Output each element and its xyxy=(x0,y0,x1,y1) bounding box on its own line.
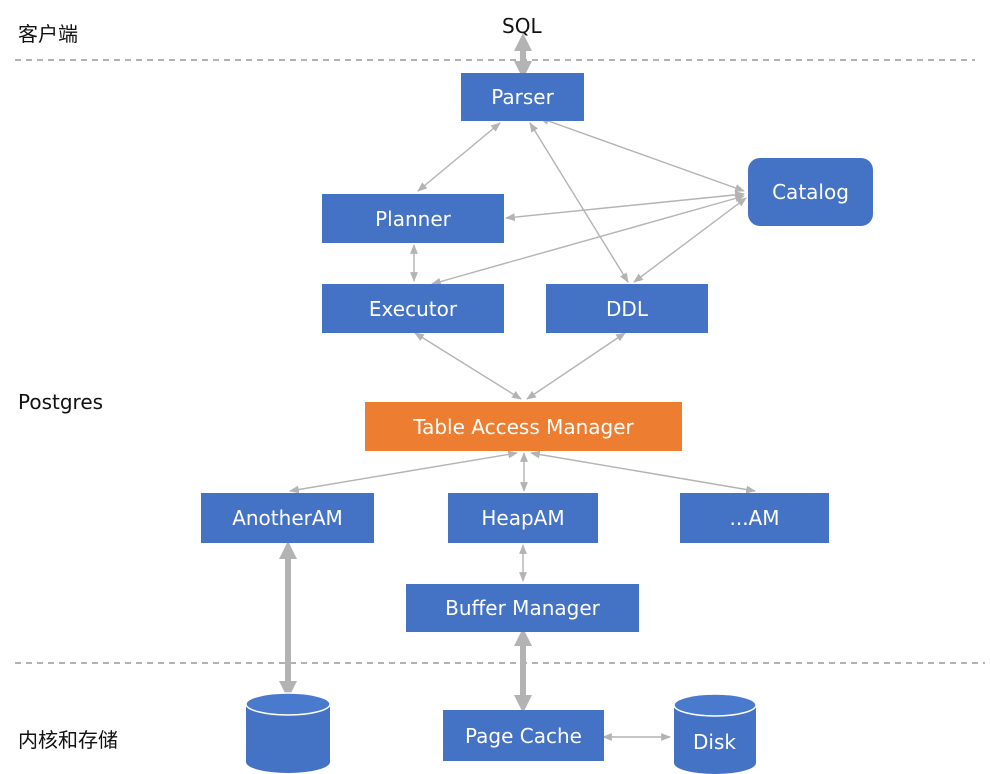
catalog-node: Catalog xyxy=(748,158,873,226)
page-cache-node: Page Cache xyxy=(443,710,604,761)
another-am-node: AnotherAM xyxy=(201,493,374,543)
arrow-parser-ddl xyxy=(529,122,629,283)
executor-node: Executor xyxy=(322,284,504,333)
sql-label: SQL xyxy=(502,14,542,38)
disk-cylinder xyxy=(673,693,757,774)
postgres-label: Postgres xyxy=(18,390,104,414)
planner-node: Planner xyxy=(322,194,504,243)
parser-node: Parser xyxy=(461,73,584,121)
heap-am-node: HeapAM xyxy=(448,493,598,543)
arrow-tam-moream xyxy=(530,450,756,494)
storage-cylinder xyxy=(245,692,331,773)
ddl-node: DDL xyxy=(546,284,708,333)
arrow-parser-planner xyxy=(417,122,501,192)
arrow-executor-tam xyxy=(414,332,522,400)
disk-label: Disk xyxy=(693,730,736,754)
arrow-catalog-ddl xyxy=(633,197,747,283)
buffer-manager-node: Buffer Manager xyxy=(406,584,639,632)
more-am-node: ...AM xyxy=(680,493,829,543)
arrow-ddl-tam xyxy=(526,332,626,400)
kernel-storage-label: 内核和存储 xyxy=(18,728,118,752)
arrow-tam-anotheram xyxy=(289,450,518,494)
client-label: 客户端 xyxy=(18,22,78,46)
table-access-manager-node: Table Access Manager xyxy=(365,402,682,451)
arrow-parser-catalog xyxy=(539,117,745,192)
